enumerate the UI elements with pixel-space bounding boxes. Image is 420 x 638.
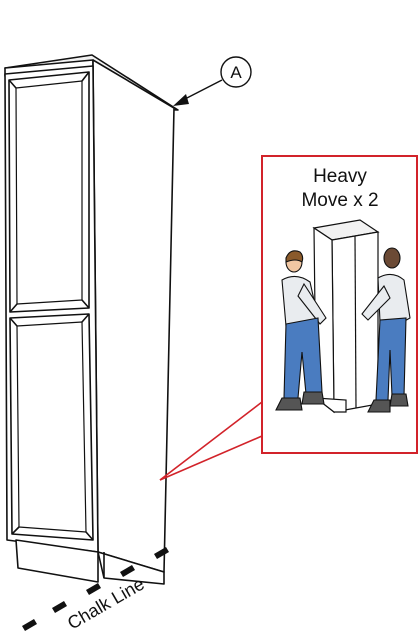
chalk-dash	[86, 583, 101, 595]
tall-cabinet	[4, 54, 179, 585]
mover-right-head	[383, 247, 401, 269]
cabinet-toe-kick	[15, 539, 99, 583]
chalk-dash	[22, 619, 37, 631]
lower-door	[9, 313, 94, 541]
callout-arrowhead	[173, 94, 189, 106]
callout-marker-label: A	[230, 63, 242, 82]
inset-title-line1: Heavy	[313, 166, 367, 187]
chalk-dash	[154, 547, 169, 559]
inset-pointer-lines	[159, 401, 263, 481]
heavy-move-inset: Heavy Move x 2	[261, 155, 418, 454]
upper-door	[8, 71, 90, 313]
callout-marker-circle	[220, 56, 252, 88]
callout-leader-line	[182, 79, 223, 101]
chalk-dash	[52, 601, 67, 613]
chalk-line	[22, 547, 169, 631]
mover-left	[275, 250, 327, 411]
mover-left-hair	[285, 250, 304, 263]
chalk-line-label: Chalk Line	[64, 574, 148, 634]
inset-title-line2: Move x 2	[301, 190, 378, 211]
mover-right	[361, 247, 411, 413]
callout-a: A	[173, 56, 252, 106]
chalk-dash	[120, 565, 135, 577]
cabinet-side-panel	[92, 59, 175, 573]
